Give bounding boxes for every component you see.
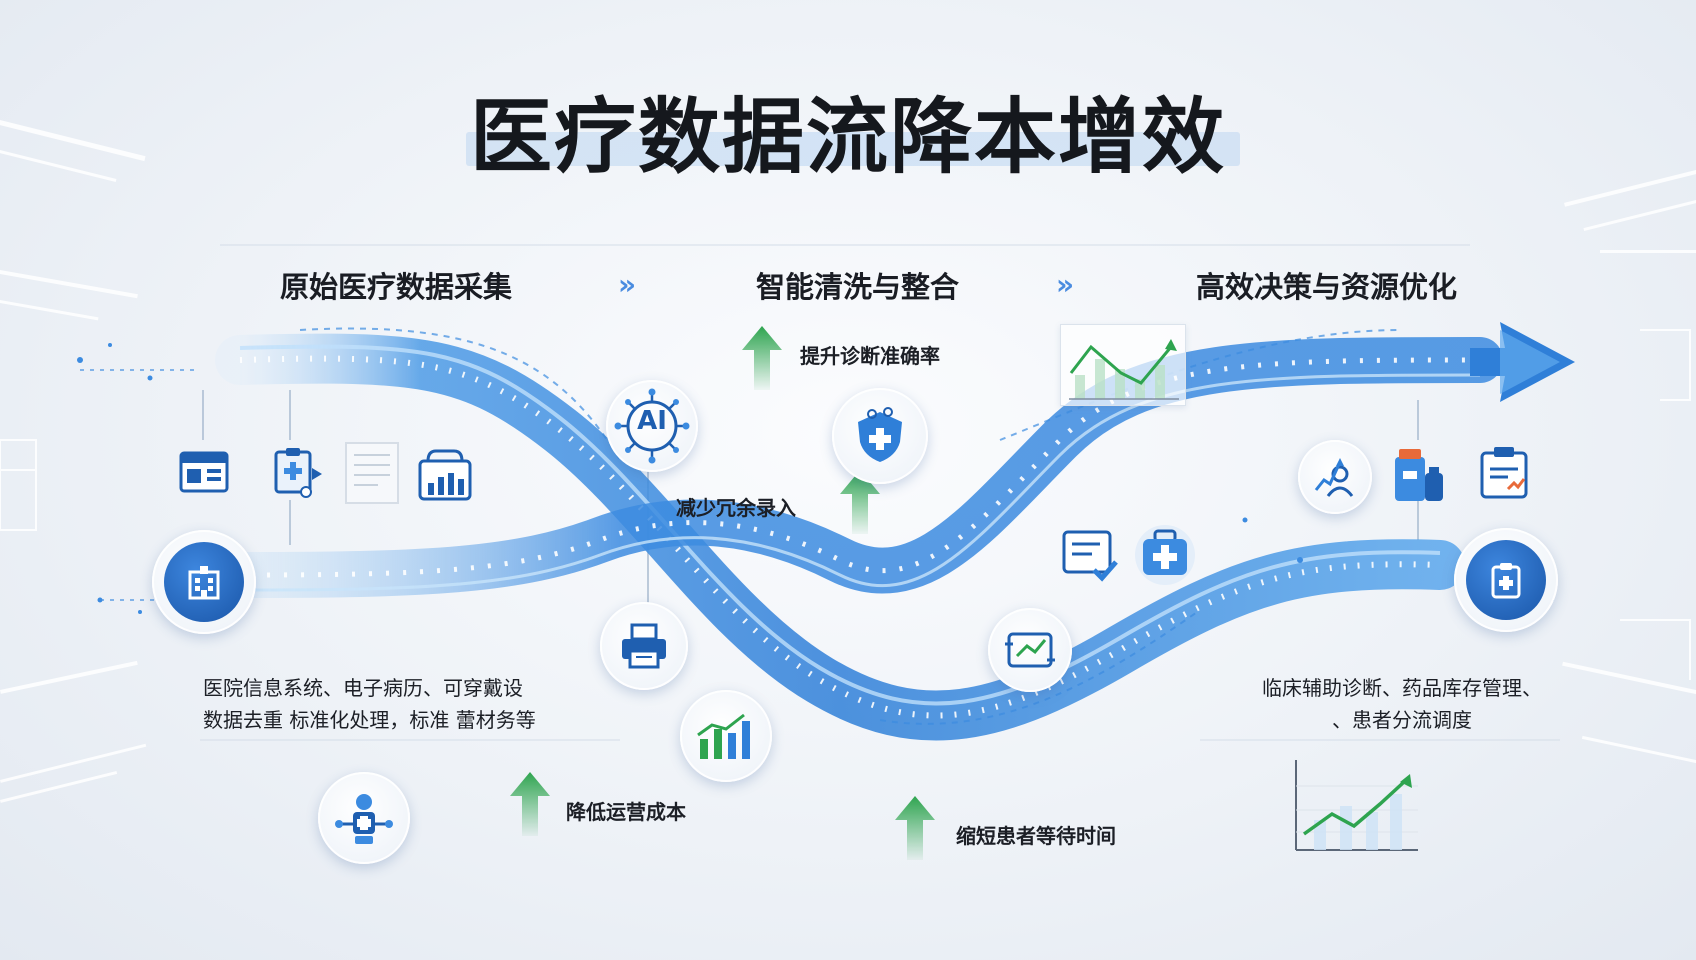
desc-right: 临床辅助诊断、药品库存管理、 、患者分流调度 xyxy=(1262,672,1542,736)
printer-icon xyxy=(622,623,666,669)
stage-arrow-2: » xyxy=(1056,268,1074,301)
connected-care-node xyxy=(318,772,410,864)
analytics-people-node xyxy=(1298,440,1372,514)
benefit-reduce-entry: 减少冗余录入 xyxy=(676,496,796,520)
document-icon xyxy=(340,440,404,506)
hospital-node xyxy=(152,530,256,634)
ai-node: AI xyxy=(606,380,698,472)
emr-icon xyxy=(266,442,326,502)
checklist-clipboard-icon xyxy=(1476,444,1534,502)
connected-person-icon xyxy=(335,794,393,844)
up-arrow-icon xyxy=(840,470,880,534)
up-arrow-icon xyxy=(742,326,782,390)
pharmacy-icon xyxy=(1390,446,1446,506)
title-highlight-bar xyxy=(466,132,1240,166)
report-check-icon xyxy=(1058,524,1122,588)
bar-chart-icon xyxy=(697,713,750,759)
up-arrow-icon xyxy=(510,772,550,836)
ai-brain-icon xyxy=(614,388,690,464)
desc-left-line1: 医院信息系统、电子病历、可穿戴设 xyxy=(203,676,523,700)
benefit-diagnosis: 提升诊断准确率 xyxy=(800,344,940,368)
analytics-people-icon xyxy=(1314,458,1354,497)
stage-3-label: 高效决策与资源优化 xyxy=(1196,270,1458,304)
trend-chart-icon xyxy=(1069,339,1179,400)
medical-clipboard-icon xyxy=(1491,563,1521,599)
device-node xyxy=(600,602,688,690)
desc-left: 医院信息系统、电子病历、可穿戴设 数据去重 标准化处理，标准 蕾材务等 xyxy=(203,672,536,736)
trend-chart-card xyxy=(1060,324,1186,406)
stage-2-label: 智能清洗与整合 xyxy=(756,270,960,304)
benefit-wait-time: 缩短患者等待时间 xyxy=(956,824,1116,848)
right-decor-lines xyxy=(1562,169,1696,764)
hospital-icon xyxy=(188,566,220,600)
page-title: 医疗数据流降本增效 xyxy=(469,90,1226,185)
medical-kit-icon xyxy=(1130,520,1200,590)
ai-badge-text: AI xyxy=(637,406,667,436)
stage-arrow-1: » xyxy=(618,268,636,301)
data-exchange-node xyxy=(988,608,1072,692)
wearable-device-icon xyxy=(414,446,476,506)
his-system-icon xyxy=(176,442,232,498)
shield-plus-icon xyxy=(858,407,902,462)
clipboard-node xyxy=(1454,528,1558,632)
growth-chart-icon xyxy=(1290,756,1420,856)
flow-ribbon-1 xyxy=(215,333,1465,741)
security-node xyxy=(832,388,928,484)
up-arrow-icon xyxy=(895,796,935,860)
benefit-reduce-cost: 降低运营成本 xyxy=(566,800,686,824)
bar-chart-node xyxy=(680,690,772,782)
desc-left-line2: 数据去重 标准化处理，标准 蕾材务等 xyxy=(203,708,536,732)
desc-right-line1: 临床辅助诊断、药品库存管理、 xyxy=(1262,676,1542,700)
desc-right-line2: 、患者分流调度 xyxy=(1332,708,1472,732)
left-decor-lines xyxy=(0,120,147,803)
data-exchange-icon xyxy=(1005,632,1055,668)
stage-1-label: 原始医疗数据采集 xyxy=(280,270,513,304)
